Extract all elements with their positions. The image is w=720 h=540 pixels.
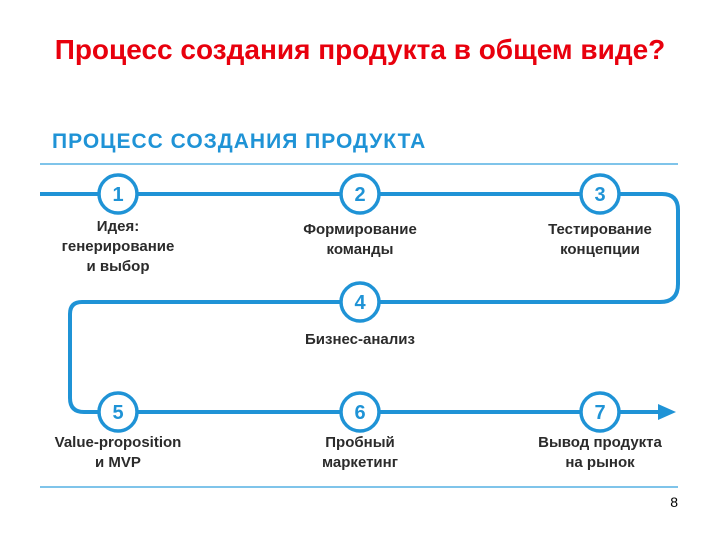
step-number-5: 5 bbox=[112, 402, 123, 424]
step-circle-2 bbox=[339, 173, 381, 215]
step-label-line: концепции bbox=[560, 241, 640, 258]
page-number: 8 bbox=[670, 494, 678, 510]
step-number-3: 3 bbox=[594, 184, 605, 206]
step-circle-3 bbox=[579, 173, 621, 215]
step-label-line: Тестирование bbox=[548, 221, 652, 238]
step-label-line: Пробный bbox=[325, 434, 395, 451]
step-number-1: 1 bbox=[112, 184, 123, 206]
step-label-2: Формирование команды bbox=[270, 220, 450, 260]
step-number-6: 6 bbox=[354, 402, 365, 424]
step-circle-7 bbox=[579, 391, 621, 433]
step-label-5: Value-proposition и MVP bbox=[28, 433, 208, 473]
step-label-line: генерирование bbox=[61, 238, 175, 255]
step-circle-1 bbox=[97, 173, 139, 215]
step-label-line: маркетинг bbox=[322, 454, 398, 471]
flow-arrowhead bbox=[658, 404, 676, 420]
step-label-line: и выбор bbox=[86, 258, 150, 275]
step-number-2: 2 bbox=[354, 184, 365, 206]
step-number-4: 4 bbox=[354, 292, 366, 314]
step-circle-6 bbox=[339, 391, 381, 433]
step-circle-5 bbox=[97, 391, 139, 433]
step-label-line: Value-proposition bbox=[54, 434, 182, 451]
diagram-header: ПРОЦЕСС СОЗДАНИЯ ПРОДУКТА bbox=[52, 130, 427, 153]
step-label-line: Идея: bbox=[96, 218, 140, 235]
step-label-4: Бизнес-анализ bbox=[270, 330, 450, 350]
slide-title: Процесс создания продукта в общем виде? bbox=[54, 34, 666, 65]
step-label-line: Бизнес-анализ bbox=[305, 331, 415, 348]
step-label-line: и MVP bbox=[95, 454, 141, 471]
step-label-1: Идея: генерирование и выбор bbox=[28, 217, 208, 277]
step-label-line: команды bbox=[326, 241, 394, 258]
step-label-line: на рынок bbox=[565, 454, 635, 471]
step-label-7: Вывод продукта на рынок bbox=[510, 433, 690, 473]
step-label-line: Вывод продукта bbox=[538, 434, 662, 451]
step-label-6: Пробный маркетинг bbox=[270, 433, 450, 473]
step-number-7: 7 bbox=[594, 402, 605, 424]
step-label-3: Тестирование концепции bbox=[510, 220, 690, 260]
step-circle-4 bbox=[339, 281, 381, 323]
step-label-line: Формирование bbox=[303, 221, 417, 238]
